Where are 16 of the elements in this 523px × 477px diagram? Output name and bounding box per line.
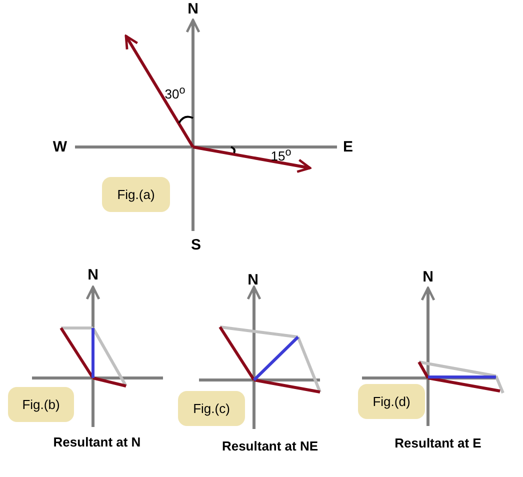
figure-tag: Fig.(c) <box>178 391 245 426</box>
figure-tag: Fig.(b) <box>8 387 74 422</box>
axis-label: N <box>422 270 434 284</box>
figure-tag: Fig.(d) <box>358 384 425 419</box>
axis-label: N <box>88 268 98 282</box>
axis-label: N <box>248 272 258 288</box>
figure-caption: Resultant at N <box>53 436 141 448</box>
compass-label: S <box>191 238 201 252</box>
figure-tag: Fig.(a) <box>102 177 170 212</box>
compass-label: W <box>52 140 68 154</box>
angle-label: 15$^{o}$ <box>270 147 292 163</box>
figure-caption: Resultant at E <box>394 436 482 450</box>
compass-label: E <box>343 140 353 154</box>
compass-label: N <box>188 2 198 16</box>
angle-label: 30$^{o}$ <box>164 85 186 101</box>
figure-caption: Resultant at NE <box>222 440 318 452</box>
